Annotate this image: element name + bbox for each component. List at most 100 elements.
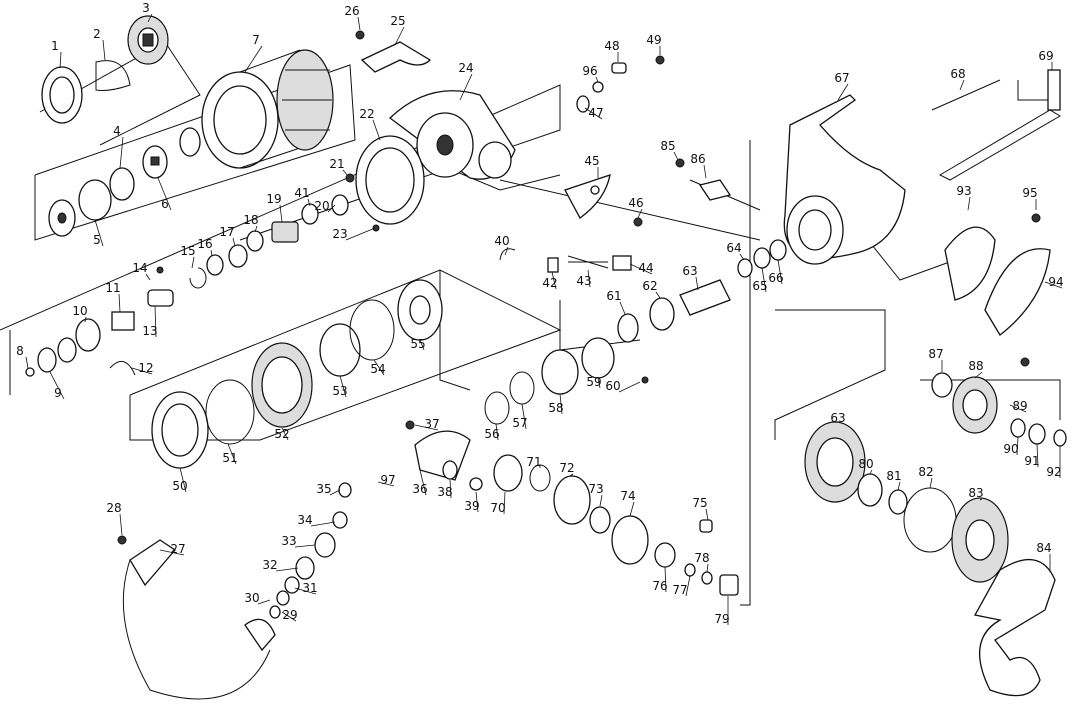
leader-line [119,136,124,169]
leader-line [244,45,263,73]
part-label-61: 61 [606,289,626,315]
leader-line [357,16,361,31]
part-number: 43 [576,274,591,288]
part-label-10: 10 [72,304,88,323]
part-number: 20 [314,199,329,213]
part-number: 33 [281,534,296,548]
part-number: 87 [928,347,943,361]
part-number: 29 [282,608,297,622]
part-label-28: 28 [106,501,123,536]
leader-line [475,491,479,513]
leader-line [521,403,527,430]
part-number: 61 [606,289,621,303]
part-label-82: 82 [918,465,934,489]
leader-line [210,249,213,257]
part-number: 93 [956,184,971,198]
part-label-32: 32 [262,558,299,572]
part-label-7: 7 [244,33,263,73]
part-number: 49 [646,33,661,47]
leader-line [959,79,965,91]
part-number: 42 [542,276,557,290]
part-number: 83 [968,486,983,500]
leader-line [929,477,933,489]
leader-line [695,276,699,291]
part-label-68: 68 [950,67,966,91]
part-number: 8 [16,344,24,358]
part-number: 6 [161,197,169,211]
leader-line [279,204,283,223]
part-number: 78 [694,551,709,565]
leader-line [664,566,667,593]
part-label-86: 86 [690,152,707,179]
part-label-24: 24 [458,61,474,101]
part-label-97: 97 [377,473,396,487]
part-label-49: 49 [646,33,662,55]
leader-line [459,73,473,101]
leader-line [1036,443,1039,468]
leader-line [159,549,185,556]
part-number: 70 [490,501,505,515]
leader-line [595,76,599,83]
leader-line [551,271,557,290]
part-label-58: 58 [548,393,564,415]
part-label-40: 40 [494,234,510,256]
part-number: 17 [219,225,234,239]
part-number: 57 [512,416,527,430]
part-number: 1 [51,39,59,53]
leader-line [118,293,121,313]
part-number: 88 [968,359,983,373]
leader-line [102,39,106,61]
part-label-56: 56 [484,423,500,441]
leader-line [685,575,691,597]
part-number: 72 [559,461,574,475]
part-number: 44 [638,261,653,275]
part-number: 94 [1048,275,1063,289]
part-label-78: 78 [694,551,710,573]
part-number: 19 [266,192,281,206]
leader-line [59,51,62,69]
part-label-50: 50 [172,467,188,493]
leader-line [569,473,574,477]
leader-line [618,381,641,393]
leader-line [974,371,983,379]
part-number: 31 [302,581,317,595]
part-label-12: 12 [131,361,154,375]
leader-line [705,508,709,521]
part-number: 75 [692,496,707,510]
leader-line [94,219,104,247]
part-label-41: 41 [294,186,311,207]
part-number: 16 [197,237,212,251]
part-label-47: 47 [584,106,604,120]
part-number: 38 [437,485,452,499]
leader-line [294,587,317,595]
part-label-6: 6 [157,177,172,211]
leader-line [339,375,347,398]
part-label-1: 1 [51,39,62,69]
leader-line [419,339,425,351]
leader-line [131,367,153,375]
part-label-88: 88 [968,359,984,379]
leader-line [673,151,679,161]
part-number: 76 [652,579,667,593]
leader-line [372,119,381,141]
leader-line [761,267,767,293]
part-label-34: 34 [297,513,336,527]
part-number: 39 [464,499,479,513]
part-number: 4 [113,124,121,138]
part-label-35: 35 [316,482,341,496]
part-number: 91 [1024,454,1039,468]
leader-line [294,544,316,548]
part-label-2: 2 [93,27,106,61]
part-label-27: 27 [159,542,186,556]
part-label-26: 26 [344,4,361,31]
leader-line [504,246,509,256]
part-number: 36 [412,482,427,496]
part-number: 41 [294,186,309,200]
leader-line [84,316,87,323]
part-label-21: 21 [329,157,349,177]
leader-line [342,169,349,177]
part-label-70: 70 [490,491,506,515]
leader-line [232,237,236,247]
